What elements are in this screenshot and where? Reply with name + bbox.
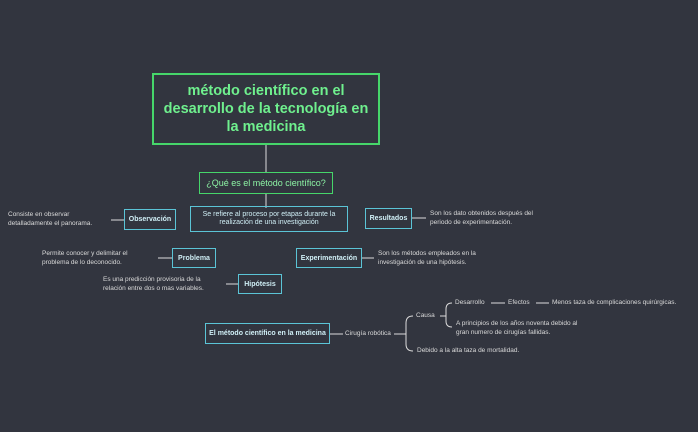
question-node: ¿Qué es el método científico? (199, 172, 333, 194)
experimentacion-desc: Son los métodos empleados en la investig… (378, 250, 476, 266)
medicina-node: El método científico en la medicina (205, 323, 330, 344)
principios-label: A principios de los años noventa debido … (456, 320, 578, 336)
problema-node: Problema (172, 248, 216, 268)
hipotesis-desc: Es una predicción provisoria de la relac… (103, 276, 204, 292)
resultados-desc: Son los dato obtenidos después del perio… (430, 210, 533, 226)
causa-label: Causa (416, 312, 435, 319)
debido-label: Debido a la alta taza de mortalidad. (417, 347, 520, 354)
desarrollo-label: Desarrollo (455, 299, 485, 306)
menos-label: Menos taza de complicaciones quirúrgicas… (552, 299, 677, 306)
observacion-node: Observación (124, 209, 176, 230)
experimentacion-node: Experimentación (296, 248, 362, 268)
hipotesis-node: Hipótesis (238, 274, 282, 294)
problema-desc: Permite conocer y delimitar el problema … (42, 250, 128, 266)
definition-node: Se refiere al proceso por etapas durante… (190, 206, 348, 232)
observacion-desc: Consiste en observar detalladamente el p… (8, 211, 93, 227)
main-title: método científico en el desarrollo de la… (152, 73, 380, 145)
cirugia-label: Cirugía robótica (345, 330, 391, 337)
efectos-label: Efectos (508, 299, 530, 306)
resultados-node: Resultados (365, 208, 412, 229)
